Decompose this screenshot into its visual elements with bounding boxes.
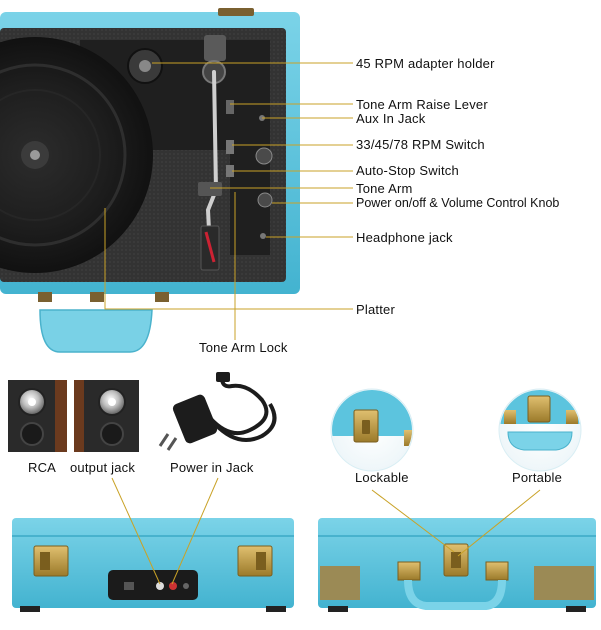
lockable-detail	[330, 388, 414, 472]
headphone-jack	[260, 233, 266, 239]
label-platter: Platter	[356, 302, 395, 317]
latch-icon	[443, 543, 469, 577]
leader-lines-top	[104, 62, 353, 340]
latch-icon	[527, 395, 551, 423]
cartridge	[204, 231, 216, 263]
latch-icon	[353, 409, 379, 443]
label-rca: RCA	[28, 460, 57, 475]
power-adapter-icon	[158, 372, 277, 451]
case-back-view	[318, 518, 596, 612]
case-hinge	[218, 8, 254, 16]
label-portable: Portable	[512, 470, 563, 485]
label-auto-stop: Auto-Stop Switch	[356, 163, 459, 178]
volume-knob	[257, 192, 273, 208]
auto-stop-switch	[226, 165, 234, 177]
speaker-grill	[534, 566, 594, 600]
spindle	[30, 150, 40, 160]
case-latch	[90, 292, 104, 302]
label-rpm-switch: 33/45/78 RPM Switch	[356, 137, 485, 152]
label-raise-lever: Tone Arm Raise Lever	[356, 97, 488, 112]
case-handle	[39, 309, 153, 353]
power-in-port	[124, 582, 134, 590]
raise-lever	[226, 100, 234, 114]
turntable-top-view	[0, 8, 300, 353]
jack-panel	[108, 570, 198, 600]
case-latch	[38, 292, 52, 302]
rca-port	[156, 582, 164, 590]
label-tone-arm: Tone Arm	[356, 181, 413, 196]
platter	[0, 37, 153, 273]
label-adapter-holder: 45 RPM adapter holder	[356, 56, 495, 71]
case-latch	[155, 292, 169, 302]
label-power-volume: Power on/off & Volume Control Knob	[356, 196, 560, 210]
speaker-grill	[320, 566, 360, 600]
label-power-in: Power in Jack	[170, 460, 254, 475]
label-output-jack: output jack	[70, 460, 136, 475]
adapter-holder-pin	[139, 60, 151, 72]
latch-icon	[237, 545, 273, 577]
rpm-switch	[226, 140, 234, 154]
rca-port	[169, 582, 177, 590]
platter-ring	[0, 63, 127, 247]
speaker-icon	[74, 380, 139, 452]
speakers	[8, 380, 139, 452]
label-headphone: Headphone jack	[356, 230, 453, 245]
label-aux-in: Aux In Jack	[356, 111, 426, 126]
platter-ring	[0, 89, 101, 221]
latch-icon	[33, 545, 69, 577]
speaker-icon	[8, 380, 67, 452]
case-front-view	[12, 518, 294, 612]
label-lockable: Lockable	[355, 470, 409, 485]
label-tone-arm-lock: Tone Arm Lock	[199, 340, 288, 355]
tonearm-rest	[198, 182, 222, 196]
tonearm-counterweight	[204, 35, 226, 61]
rpm-knob	[255, 147, 273, 165]
leader-lines-bottom	[111, 477, 541, 585]
portable-detail	[498, 388, 582, 472]
